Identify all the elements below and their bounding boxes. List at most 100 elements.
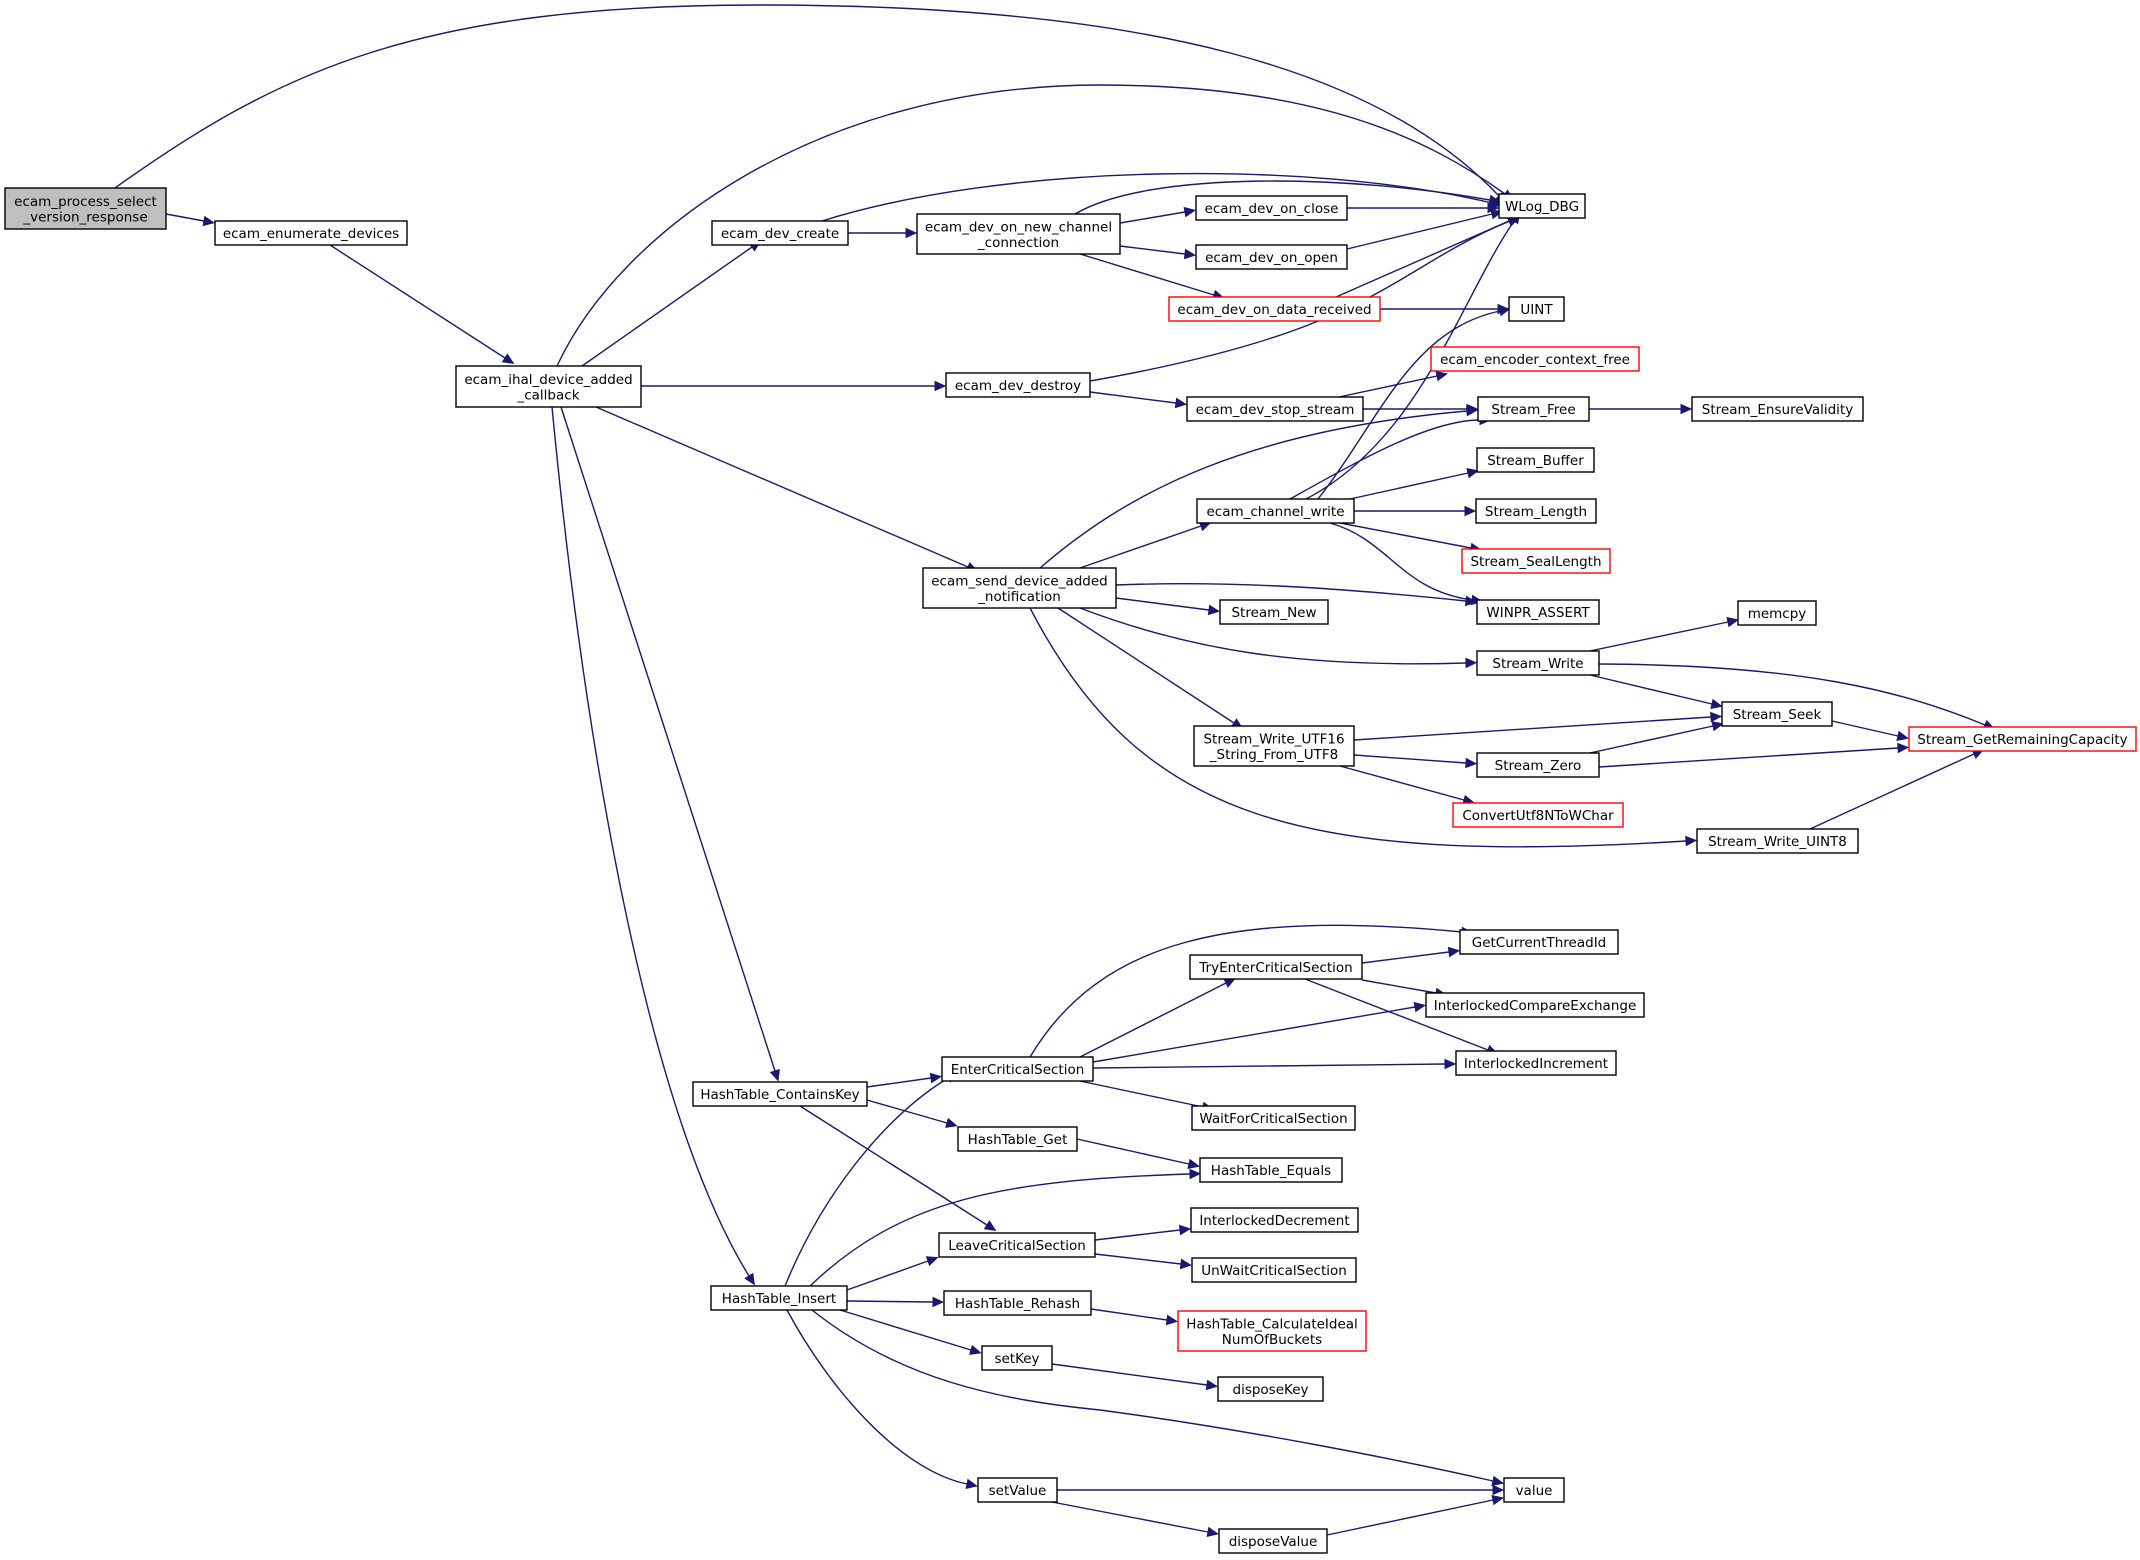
- node-slength[interactable]: Stream_Length: [1475, 498, 1597, 524]
- edge-line: [329, 244, 506, 359]
- node-idec[interactable]: InterlockedDecrement: [1190, 1207, 1359, 1233]
- node-setkey[interactable]: setKey: [981, 1345, 1053, 1371]
- node-root[interactable]: ecam_process_select_version_response: [4, 187, 167, 230]
- node-newch[interactable]: ecam_dev_on_new_channel_connection: [916, 213, 1121, 255]
- node-box: [1503, 1477, 1565, 1503]
- edge-devcreate-to-newch: [848, 227, 918, 239]
- node-hrehash[interactable]: HashTable_Rehash: [943, 1290, 1092, 1316]
- node-sbuffer[interactable]: Stream_Buffer: [1476, 447, 1595, 473]
- node-sseal[interactable]: Stream_SealLength: [1461, 548, 1611, 574]
- arrowhead-icon: [934, 380, 947, 392]
- node-box: [711, 220, 849, 246]
- node-label: ecam_dev_on_new_channel: [925, 219, 1112, 235]
- node-label: ecam_channel_write: [1206, 504, 1344, 520]
- edge-line: [784, 1077, 949, 1287]
- node-box: [1195, 244, 1348, 270]
- node-assert[interactable]: WINPR_ASSERT: [1476, 599, 1600, 625]
- edge-sfree-to-sensure: [1589, 403, 1693, 415]
- node-box: [1477, 396, 1590, 422]
- node-label: InterlockedDecrement: [1199, 1213, 1349, 1229]
- node-box: [981, 1345, 1053, 1371]
- edge-line: [1598, 747, 1899, 768]
- arrowhead-icon: [1206, 1526, 1220, 1538]
- edge-line: [1079, 253, 1215, 296]
- node-box: [1219, 599, 1329, 625]
- edge-line: [1353, 716, 1712, 741]
- node-disposekey[interactable]: disposeKey: [1217, 1376, 1324, 1402]
- node-sfree[interactable]: Stream_Free: [1477, 396, 1590, 422]
- node-conv[interactable]: ConvertUtf8NToWChar: [1452, 802, 1624, 828]
- node-szero[interactable]: Stream_Zero: [1476, 752, 1600, 778]
- node-uint[interactable]: UINT: [1508, 296, 1565, 322]
- node-value[interactable]: value: [1503, 1477, 1565, 1503]
- node-box: [1168, 296, 1381, 322]
- node-box: [938, 1232, 1096, 1258]
- node-box: [1199, 1157, 1343, 1183]
- node-sgetrem[interactable]: Stream_GetRemainingCapacity: [1908, 726, 2137, 752]
- node-icmpx[interactable]: InterlockedCompareExchange: [1425, 992, 1645, 1018]
- node-tryenter[interactable]: TryEnterCriticalSection: [1189, 954, 1363, 980]
- node-memcpy[interactable]: memcpy: [1737, 600, 1817, 626]
- node-box: [1190, 1207, 1359, 1233]
- node-sendnotif[interactable]: ecam_send_device_added_notification: [922, 567, 1117, 609]
- edge-enum-to-ihal: [329, 244, 515, 365]
- node-label: HashTable_CalculateIdeal: [1186, 1316, 1358, 1332]
- node-encfree[interactable]: ecam_encoder_context_free: [1430, 346, 1640, 372]
- node-stopstream[interactable]: ecam_dev_stop_stream: [1186, 396, 1364, 422]
- node-sutf16[interactable]: Stream_Write_UTF16_String_From_UTF8: [1193, 725, 1355, 767]
- edge-ihal-to-devdestroy: [641, 380, 947, 392]
- node-box: [1696, 828, 1859, 854]
- node-unwait[interactable]: UnWaitCriticalSection: [1191, 1257, 1357, 1283]
- edge-line: [846, 1300, 934, 1303]
- arrowhead-icon: [968, 1344, 982, 1355]
- node-enter[interactable]: EnterCriticalSection: [941, 1056, 1094, 1082]
- arrowhead-icon: [1223, 977, 1236, 988]
- node-hequals[interactable]: HashTable_Equals: [1199, 1157, 1343, 1183]
- node-snew[interactable]: Stream_New: [1219, 599, 1329, 625]
- edge-newch-to-onclose: [1119, 206, 1197, 224]
- node-enum[interactable]: ecam_enumerate_devices: [214, 220, 408, 246]
- edge-newch-to-wlog: [1074, 180, 1502, 215]
- node-leave[interactable]: LeaveCriticalSection: [938, 1232, 1096, 1258]
- node-box: [941, 1056, 1094, 1082]
- node-devcreate[interactable]: ecam_dev_create: [711, 220, 849, 246]
- node-box: [455, 365, 642, 408]
- arrowhead-icon: [1685, 835, 1698, 847]
- edge-chwrite-to-sbuffer: [1349, 467, 1479, 500]
- node-iinc[interactable]: InterlockedIncrement: [1455, 1050, 1617, 1076]
- node-hget[interactable]: HashTable_Get: [957, 1126, 1078, 1152]
- node-onopen[interactable]: ecam_dev_on_open: [1195, 244, 1348, 270]
- edge-line: [551, 406, 750, 1277]
- edge-sendnotif-to-swrite: [1079, 607, 1478, 669]
- edge-line: [1092, 1063, 1446, 1069]
- arrowhead-icon: [983, 1220, 997, 1232]
- node-waitfor[interactable]: WaitForCriticalSection: [1191, 1105, 1356, 1131]
- edge-line: [1074, 180, 1491, 215]
- edge-line: [1326, 1499, 1494, 1536]
- node-suint8[interactable]: Stream_Write_UINT8: [1696, 828, 1859, 854]
- node-disposevalue[interactable]: disposeValue: [1218, 1528, 1328, 1554]
- node-box: [1193, 725, 1355, 767]
- node-chwrite[interactable]: ecam_channel_write: [1196, 498, 1355, 524]
- node-ondata[interactable]: ecam_dev_on_data_received: [1168, 296, 1381, 322]
- node-box: [1195, 195, 1348, 221]
- node-label: TryEnterCriticalSection: [1198, 960, 1352, 976]
- node-ihal[interactable]: ecam_ihal_device_added_callback: [455, 365, 642, 408]
- node-gettid[interactable]: GetCurrentThreadId: [1459, 929, 1619, 955]
- node-hcontains[interactable]: HashTable_ContainsKey: [692, 1081, 868, 1107]
- edge-line: [846, 1260, 929, 1291]
- node-hinsert[interactable]: HashTable_Insert: [710, 1285, 848, 1311]
- node-swrite[interactable]: Stream_Write: [1476, 650, 1600, 676]
- node-sensure[interactable]: Stream_EnsureValidity: [1691, 396, 1864, 422]
- node-label: disposeKey: [1233, 1382, 1309, 1398]
- node-box: [1721, 701, 1833, 727]
- node-sseek[interactable]: Stream_Seek: [1721, 701, 1833, 727]
- node-wlog[interactable]: WLog_DBG: [1498, 193, 1586, 219]
- node-devdestroy[interactable]: ecam_dev_destroy: [945, 372, 1091, 398]
- node-onclose[interactable]: ecam_dev_on_close: [1195, 195, 1348, 221]
- edge-sseek-to-sgetrem: [1831, 720, 1909, 742]
- edge-line: [821, 172, 1493, 222]
- node-setvalue[interactable]: setValue: [977, 1477, 1058, 1503]
- edge-line: [1090, 1308, 1168, 1321]
